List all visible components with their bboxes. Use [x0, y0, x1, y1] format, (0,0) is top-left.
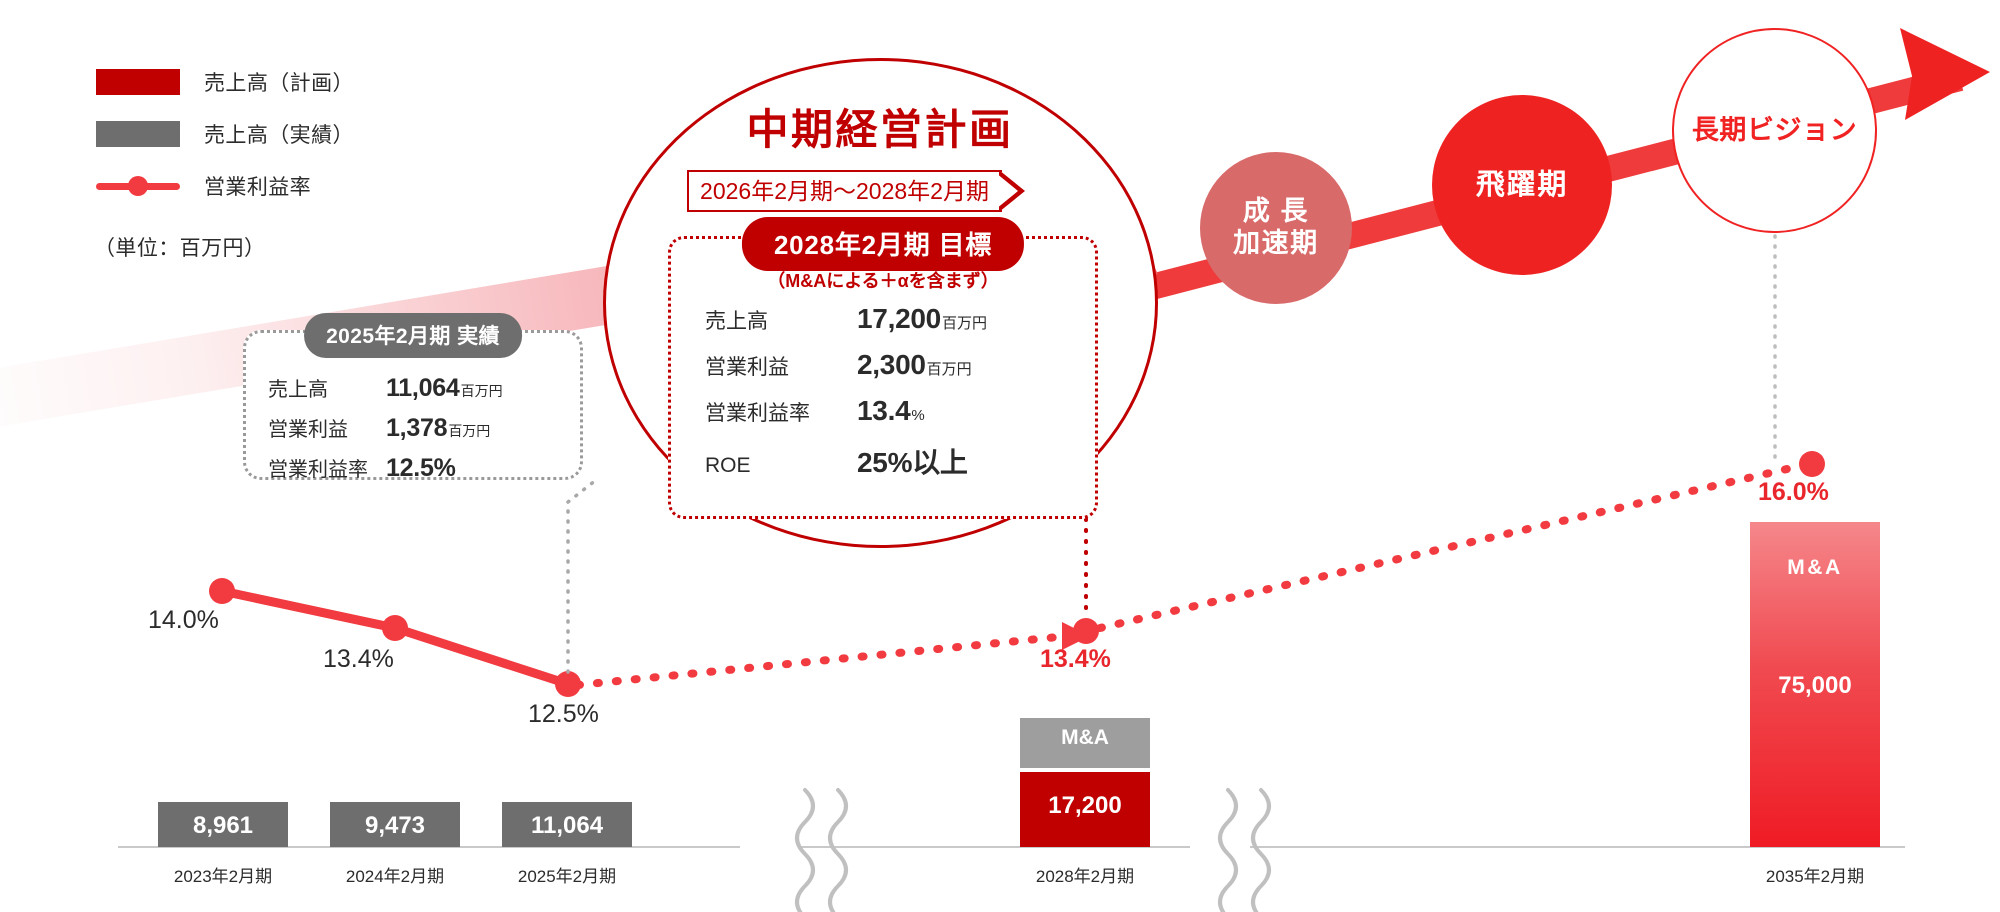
margin-point-2025 [555, 671, 581, 697]
margin-label-2035: 16.0% [1758, 478, 1829, 506]
leader-results-box [566, 478, 598, 674]
margin-projection-2035 [1096, 462, 1804, 632]
bar-2028-plan [1020, 772, 1150, 847]
results-key-operating-profit: 営業利益 [268, 419, 348, 441]
axis-break-left [795, 788, 848, 912]
results-callout-title: 2025年2月期 実績 [304, 313, 522, 358]
results-key-sales: 売上高 [268, 379, 328, 401]
bar-value-2024: 9,473 [364, 812, 426, 839]
legend-label-operating-margin: 営業利益率 [204, 176, 312, 199]
legend-swatch-plan-icon [96, 69, 180, 95]
target-value-operating-margin: 13.4 [857, 395, 911, 426]
axis-label-2028: 2028年2月期 [1035, 867, 1135, 886]
target-value-operating-profit: 2,300 [857, 349, 926, 380]
legend-swatch-actual-icon [96, 121, 180, 147]
legend-label-sales-plan: 売上高（計画） [204, 72, 354, 95]
results-unit-sales: 百万円 [460, 383, 503, 399]
legend-line-marker-icon [96, 173, 180, 199]
axis-label-2024: 2024年2月期 [345, 867, 445, 886]
axis-label-2035: 2035年2月期 [1765, 867, 1865, 886]
results-row-operating-margin: 営業利益率 12.5% [268, 453, 566, 483]
stage-circle-long-term-vision[interactable]: 長期ビジョン [1672, 28, 1877, 233]
target-key-sales: 売上高 [705, 310, 768, 333]
axis-label-2023: 2023年2月期 [173, 867, 273, 886]
bar-2023 [158, 802, 288, 847]
bar-2028-ma-cap [1020, 718, 1150, 768]
bar-ma-label-2028: M&A [1061, 726, 1109, 749]
margin-point-2035 [1799, 451, 1825, 477]
bar-value-2028: 17,200 [1048, 792, 1122, 819]
margin-point-2024 [382, 615, 408, 641]
results-rows: 売上高 11,064 百万円 営業利益 1,378 百万円 営業利益率 12.5… [268, 373, 566, 493]
bar-value-2025: 11,064 [530, 812, 604, 839]
results-value-operating-profit: 1,378 [386, 414, 448, 442]
margin-point-2028 [1073, 618, 1099, 644]
legend-item-operating-margin: 営業利益率 [96, 166, 426, 206]
target-key-operating-margin: 営業利益率 [705, 402, 810, 425]
results-value-operating-margin: 12.5% [386, 454, 456, 482]
results-row-operating-profit: 営業利益 1,378 百万円 [268, 413, 566, 443]
target-row-operating-margin: 営業利益率 13.4 % [705, 395, 1079, 427]
axis-label-2025: 2025年2月期 [517, 867, 617, 886]
bar-ma-label-2035: M&A [1787, 556, 1843, 579]
margin-label-2024: 13.4% [323, 645, 394, 673]
bar-value-2023: 8,961 [192, 812, 254, 839]
margin-label-2025: 12.5% [528, 700, 599, 728]
mid-term-plan-period-text: 2026年2月期〜2028年2月期 [700, 178, 989, 204]
target-2028-box: 2028年2月期 目標 （M&Aによる＋αを含まず） 売上高 17,200 百万… [668, 217, 1098, 519]
bar-2024 [330, 802, 460, 847]
target-value-roe: 25%以上 [857, 447, 968, 478]
legend-item-sales-plan: 売上高（計画） [96, 62, 426, 102]
target-rows: 売上高 17,200 百万円 営業利益 2,300 百万円 営業利益率 13.4… [705, 303, 1079, 495]
unit-label: （単位：百万円） [94, 237, 266, 260]
stage-vision-label: 長期ビジョン [1691, 114, 1858, 145]
target-unit-operating-margin: % [911, 407, 925, 424]
legend: 売上高（計画） 売上高（実績） 営業利益率 [96, 62, 426, 218]
margin-label-2028: 13.4% [1040, 645, 1111, 673]
results-key-operating-margin: 営業利益率 [268, 459, 368, 481]
stage-leap-label: 飛躍期 [1475, 168, 1569, 201]
margin-point-2023 [209, 578, 235, 604]
results-unit-operating-profit: 百万円 [448, 423, 491, 439]
target-row-operating-profit: 営業利益 2,300 百万円 [705, 349, 1079, 381]
target-2028-pill: 2028年2月期 目標 [741, 217, 1025, 271]
margin-projection-2028 [574, 632, 1072, 689]
results-row-sales: 売上高 11,064 百万円 [268, 373, 566, 403]
stage-circle-growth-acceleration[interactable]: 成 長加速期 [1200, 152, 1352, 304]
target-unit-operating-profit: 百万円 [926, 361, 972, 378]
margin-label-2023: 14.0% [148, 606, 219, 634]
legend-item-sales-actual: 売上高（実績） [96, 114, 426, 154]
target-key-operating-profit: 営業利益 [705, 356, 789, 379]
target-2028-note: （M&Aによる＋αを含まず） [767, 271, 999, 291]
target-value-sales: 17,200 [857, 303, 941, 334]
mid-term-plan-heading: 中期経営計画 [746, 106, 1014, 153]
target-unit-sales: 百万円 [941, 315, 987, 332]
bar-2035-plan [1750, 522, 1880, 847]
mid-term-plan-period-banner: 2026年2月期〜2028年2月期 [687, 170, 1035, 212]
target-key-roe: ROE [705, 454, 751, 477]
results-callout-2025: 2025年2月期 実績 売上高 11,064 百万円 営業利益 1,378 百万… [243, 313, 583, 482]
stage-growth-label: 成 長加速期 [1233, 196, 1319, 258]
target-row-roe: ROE 25%以上 [705, 441, 1079, 481]
results-value-sales: 11,064 [386, 374, 460, 402]
bar-2025 [502, 802, 632, 847]
stage-circle-leap[interactable]: 飛躍期 [1432, 95, 1612, 275]
axis-break-right [1218, 788, 1271, 912]
legend-label-sales-actual: 売上高（実績） [204, 124, 354, 147]
target-row-sales: 売上高 17,200 百万円 [705, 303, 1079, 335]
bar-value-2035: 75,000 [1778, 672, 1852, 699]
